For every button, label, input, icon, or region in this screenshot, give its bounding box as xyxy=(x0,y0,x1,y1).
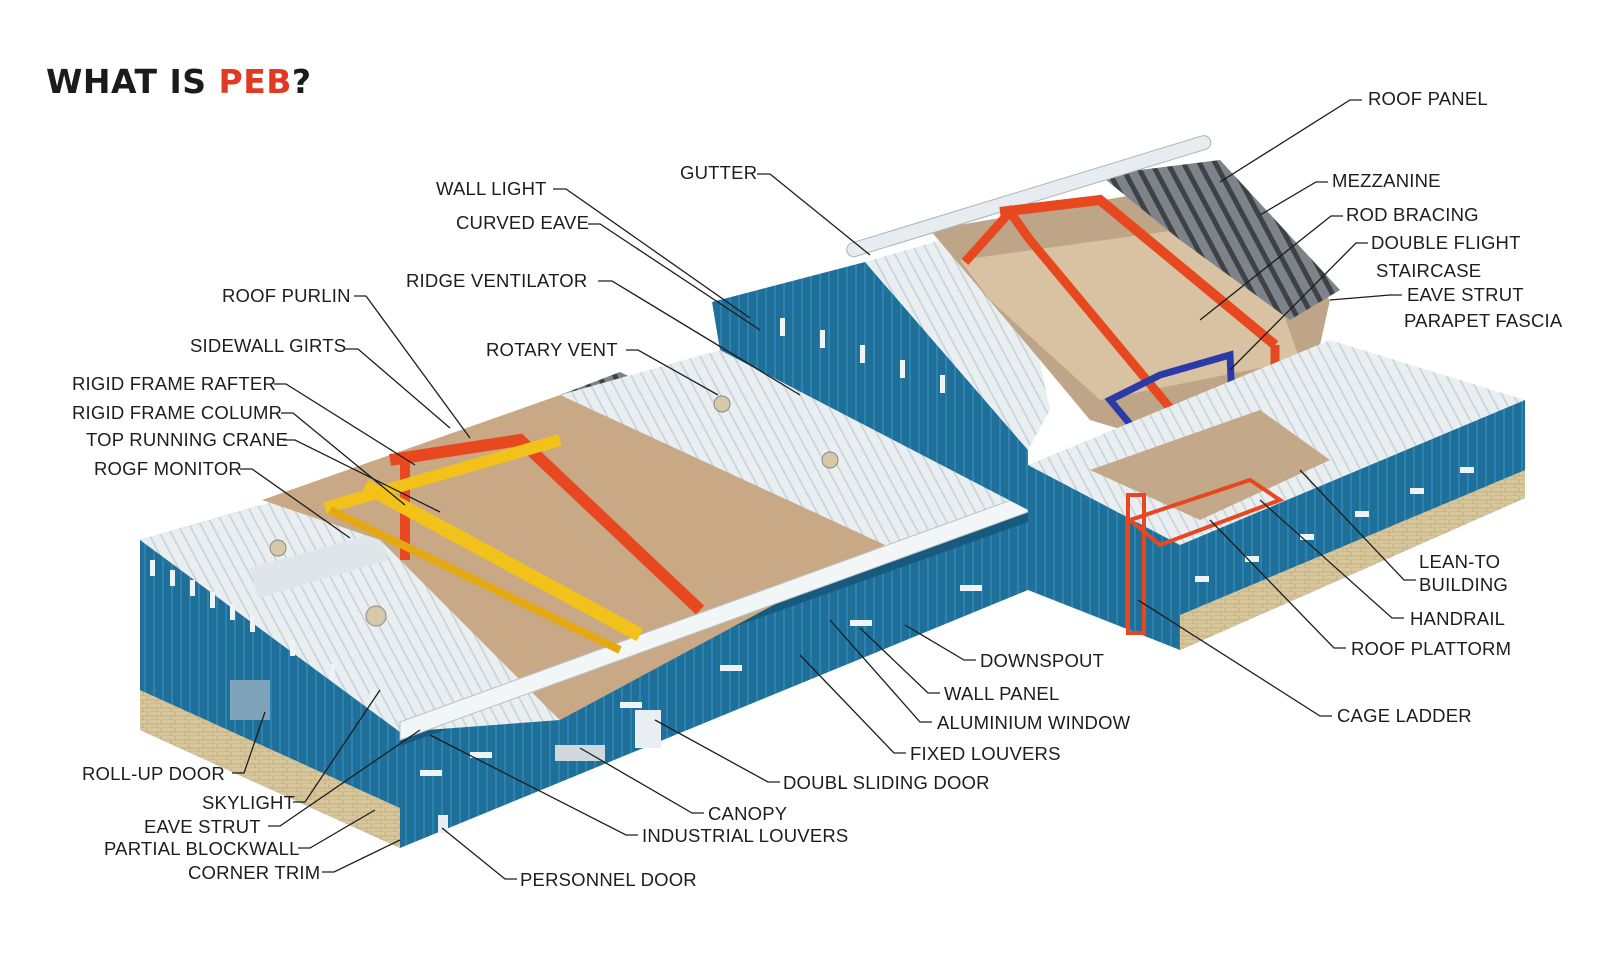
label-double-sliding-door: DOUBԼ SLIDING DOOR xyxy=(783,772,990,793)
label-industrial-louvers: INDUSTRIAL LOUVERS xyxy=(642,825,849,846)
label-corner-trim: CORNER TRIM xyxy=(188,862,321,883)
label-roof-monitor: ROGF MONITOR xyxy=(94,458,242,479)
top-running-crane-beam-3 xyxy=(328,506,622,654)
label-rigid-frame-column: RIGID FRAME COLUMR xyxy=(72,402,283,423)
main-roof xyxy=(560,350,1028,545)
double-sliding-door xyxy=(635,710,661,748)
label-double-flight: DOUBLE FLIGHT xyxy=(1371,232,1521,253)
lean-to-opening xyxy=(1090,410,1330,520)
label-aluminium-window: ALUMINIUM WINDOW xyxy=(937,712,1131,733)
top-running-crane-beam-2 xyxy=(361,479,644,642)
canopy xyxy=(555,745,605,761)
roll-up-door xyxy=(230,680,270,720)
front-long-wall xyxy=(400,510,1028,848)
label-top-running-crane: TOP RUNNING CRANE xyxy=(86,429,289,450)
gable-windows xyxy=(150,318,945,706)
label-rotary-vent: ROTARY VENT xyxy=(486,339,618,360)
label-fixed-louvers: FIXED LOUVERS xyxy=(910,743,1061,764)
label-cage-ladder: CAGE LADDER xyxy=(1337,705,1472,726)
label-mezzanine: MEZZANINE xyxy=(1332,170,1441,191)
label-downspout: DOWNSPOUT xyxy=(980,650,1105,671)
roof-panel-peeled xyxy=(1100,160,1340,320)
page-title: WHAT IS PEB? xyxy=(46,62,312,101)
roof-monitor-body xyxy=(250,532,388,598)
label-gutter: GUTTER xyxy=(680,162,758,183)
label-staircase: STAIRCASE xyxy=(1376,260,1482,281)
rotary-vent-1 xyxy=(269,539,287,557)
label-roll-up-door: ROLL-UP DOOR xyxy=(82,763,225,784)
left-gable-wall xyxy=(140,505,400,848)
label-wall-panel: WALL PANEL xyxy=(944,683,1060,704)
personnel-door xyxy=(438,815,448,833)
label-lean-to: LEAN-TO xyxy=(1419,551,1501,572)
label-rod-bracing: ROD BRACING xyxy=(1346,204,1479,225)
aluminium-windows xyxy=(420,467,1474,776)
rotary-vent-2 xyxy=(365,605,387,627)
left-roof xyxy=(140,495,560,732)
label-canopy: CANOPY xyxy=(708,803,788,824)
label-curved-eave: CURVED EAVE xyxy=(456,212,590,233)
label-handrail: HANDRAIL xyxy=(1410,608,1506,629)
label-ridge-ventilator: RIDGE VENTILATOR xyxy=(406,270,588,291)
tall-rafter-2 xyxy=(961,204,1184,423)
lean-to-blockwall xyxy=(1180,470,1525,650)
label-partial-blockwall: PARTIAL BLOCKWALL xyxy=(104,838,300,859)
label-lean-to-building: BUILDING xyxy=(1419,574,1508,595)
tall-rafter xyxy=(999,194,1279,349)
label-roof-purlin: ROOF PURLIN xyxy=(222,285,351,306)
label-rigid-frame-rafter: RIGID FRAME RAFTER xyxy=(72,373,277,394)
label-roof-panel: ROOF PANEL xyxy=(1368,88,1488,109)
cage-ladder xyxy=(1126,493,1146,635)
roof-platform-handrail xyxy=(1128,477,1285,548)
leader-lines xyxy=(232,99,1416,880)
top-running-crane-beam-1 xyxy=(323,434,562,514)
rotary-vent-3 xyxy=(713,395,731,413)
partial-blockwall-left xyxy=(140,690,400,848)
label-roof-platform: ROOF PLATTORM xyxy=(1351,638,1512,659)
label-skylight: SKYLIGHT xyxy=(202,792,296,813)
label-sidewall-girts: SIDEWALL GIRTS xyxy=(190,335,347,356)
label-parapet-fascia: PARAPET FASCIA xyxy=(1404,310,1563,331)
title-accent: PEB xyxy=(218,62,292,101)
ridge-gutter xyxy=(846,135,1212,258)
tall-gable-wall xyxy=(712,262,1028,510)
label-wall-light: WALL LIGHT xyxy=(436,178,547,199)
rigid-frame-rafter xyxy=(389,433,705,615)
label-eave-strut-right: EAVE STRUT xyxy=(1407,284,1524,305)
rotary-vent-4 xyxy=(821,451,839,469)
label-eave-strut-left: EAVE STRUT xyxy=(144,816,261,837)
label-personnel-door: PERSONNEL DOOR xyxy=(520,869,697,890)
